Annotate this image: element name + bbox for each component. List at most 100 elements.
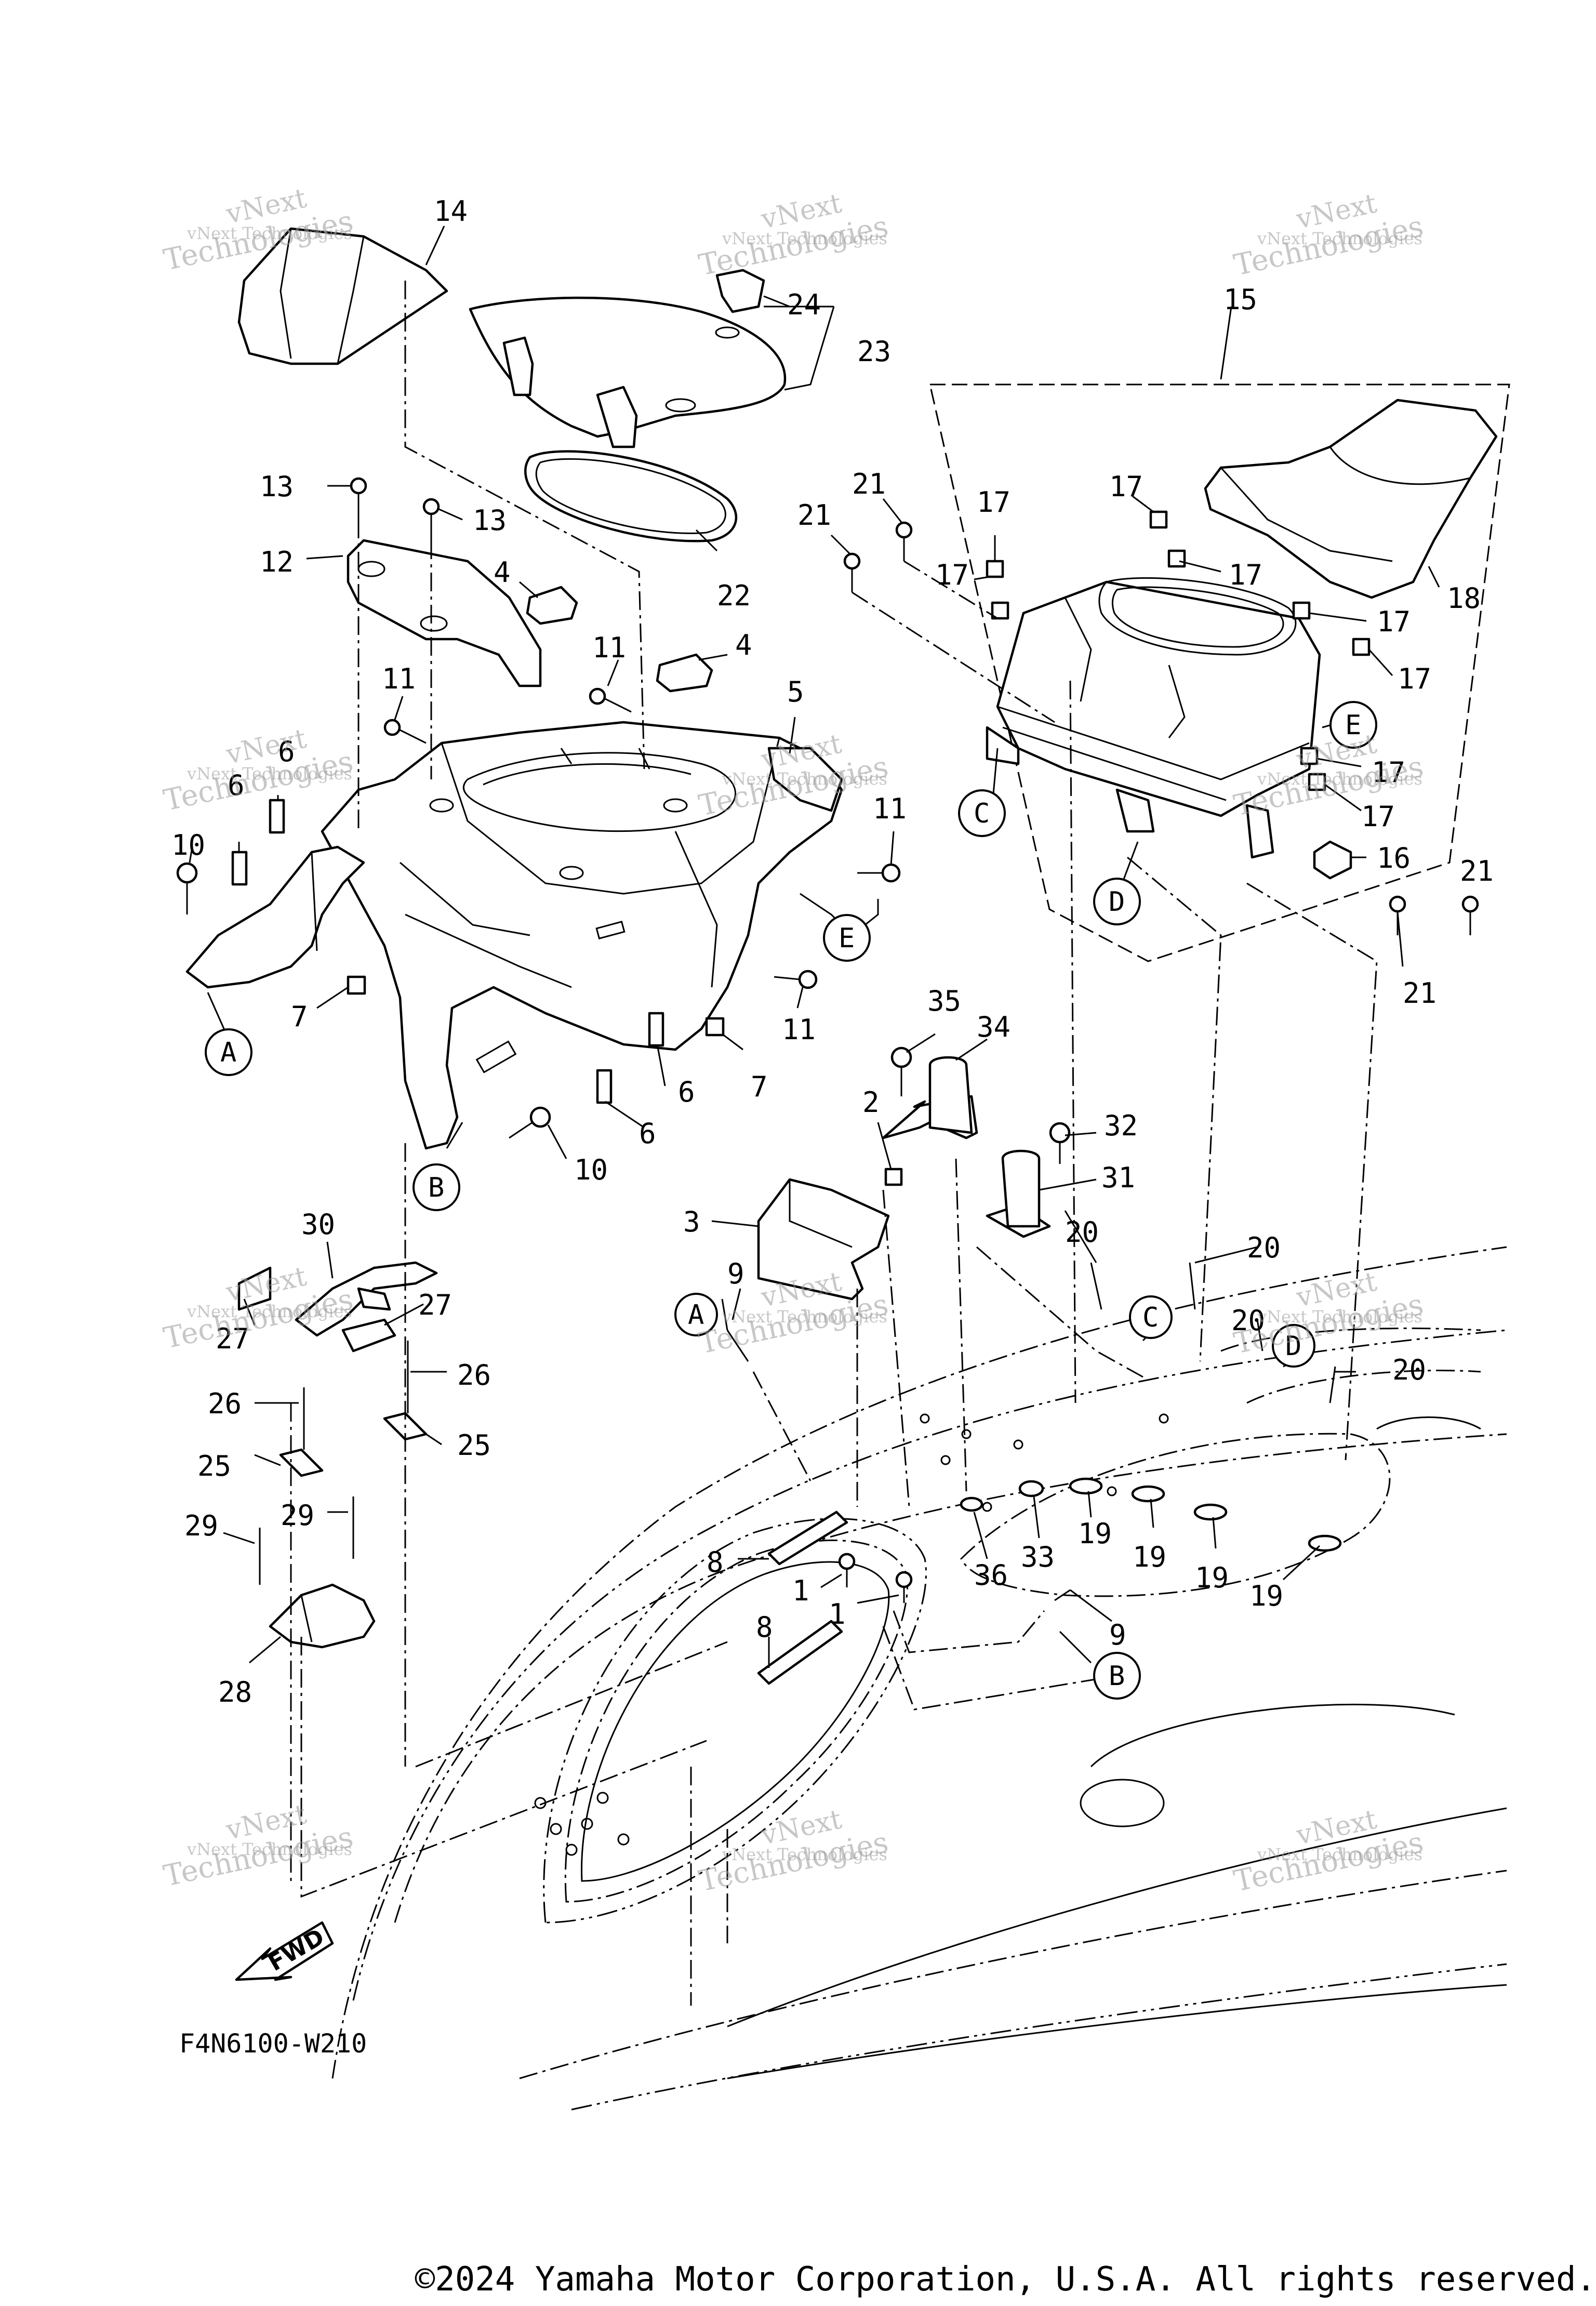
part-30-handle bbox=[295, 1261, 438, 1337]
callout-17-g: 17 bbox=[1372, 756, 1405, 789]
svg-text:vNext Technologies: vNext Technologies bbox=[722, 769, 887, 789]
callout-11-bottom: 11 bbox=[782, 1013, 816, 1046]
callout-4-left: 4 bbox=[494, 556, 511, 589]
ref-a-lower: A bbox=[674, 1293, 718, 1336]
callout-11-left: 11 bbox=[382, 662, 416, 695]
callout-5: 5 bbox=[787, 675, 804, 708]
fwd-label: FWD bbox=[264, 1924, 329, 1977]
callout-20-c: 20 bbox=[1231, 1304, 1265, 1337]
svg-text:vNext Technologies: vNext Technologies bbox=[1257, 1307, 1422, 1327]
svg-text:vNext Technologies: vNext Technologies bbox=[722, 1845, 887, 1864]
part-9-rivets bbox=[726, 1330, 1071, 1601]
svg-text:E: E bbox=[1345, 710, 1361, 741]
svg-text:vNext Technologies: vNext Technologies bbox=[187, 1839, 352, 1859]
fwd-arrow: FWD bbox=[235, 1921, 334, 1981]
svg-text:A: A bbox=[220, 1037, 236, 1068]
callout-6-a: 6 bbox=[278, 735, 295, 768]
part-35-32-screws bbox=[890, 1046, 1071, 1164]
callout-8-bottom: 8 bbox=[756, 1611, 773, 1644]
callout-15: 15 bbox=[1223, 283, 1257, 316]
svg-text:vNext Technologies: vNext Technologies bbox=[722, 1307, 887, 1327]
part-12-bracket bbox=[347, 539, 542, 687]
svg-text:A: A bbox=[688, 1300, 704, 1331]
diagram-code: F4N6100-W210 bbox=[179, 2029, 367, 2059]
callout-29-left: 29 bbox=[184, 1509, 218, 1542]
callout-11-top: 11 bbox=[592, 631, 626, 664]
part-31-tube bbox=[986, 1149, 1051, 1238]
ref-c-box: C bbox=[958, 789, 1006, 837]
part-18-tray bbox=[1204, 399, 1498, 599]
callout-21-b: 21 bbox=[852, 468, 886, 500]
svg-text:vNext Technologies: vNext Technologies bbox=[722, 229, 887, 248]
callout-11-right: 11 bbox=[873, 792, 907, 825]
callout-10-left: 10 bbox=[171, 829, 205, 862]
assembly-lines bbox=[290, 281, 1378, 2006]
left-side-panel bbox=[185, 845, 365, 989]
svg-text:vNext Technologies: vNext Technologies bbox=[1257, 1845, 1422, 1864]
callout-13-right: 13 bbox=[473, 504, 507, 537]
part-22-gasket bbox=[524, 450, 737, 542]
part-5-bracket bbox=[767, 747, 843, 812]
callout-1-top: 1 bbox=[792, 1574, 809, 1607]
ref-b-left: B bbox=[413, 1163, 460, 1211]
svg-text:vNext Technologies: vNext Technologies bbox=[1257, 769, 1422, 789]
part-27-pads bbox=[237, 1266, 396, 1353]
rear-body-assembly bbox=[321, 721, 843, 1150]
callout-7-right: 7 bbox=[751, 1070, 768, 1103]
callout-17-d: 17 bbox=[1229, 559, 1262, 591]
ref-d-lower: D bbox=[1272, 1324, 1315, 1368]
callout-20-b: 20 bbox=[1247, 1231, 1281, 1264]
callout-35: 35 bbox=[927, 985, 961, 1017]
callout-12: 12 bbox=[260, 546, 294, 578]
callout-22: 22 bbox=[717, 579, 751, 612]
svg-text:B: B bbox=[1109, 1661, 1125, 1692]
callout-14: 14 bbox=[434, 195, 468, 228]
callout-34: 34 bbox=[977, 1011, 1010, 1043]
part-20-rivets bbox=[1090, 1262, 1336, 1403]
callout-27-right: 27 bbox=[418, 1289, 452, 1321]
callout-7-left: 7 bbox=[291, 1000, 308, 1033]
callout-6-b: 6 bbox=[228, 769, 245, 802]
callout-29-right: 29 bbox=[281, 1499, 314, 1532]
callout-19-b: 19 bbox=[1133, 1541, 1166, 1573]
svg-text:D: D bbox=[1285, 1331, 1301, 1362]
part-4-caps bbox=[526, 586, 713, 693]
callout-labels: 14 24 23 15 22 13 13 12 4 4 11 11 11 11 … bbox=[171, 195, 1494, 1708]
callout-26-left: 26 bbox=[208, 1387, 242, 1420]
callout-17-e: 17 bbox=[1377, 605, 1411, 638]
callout-17-h: 17 bbox=[1361, 800, 1395, 833]
leader-lines bbox=[189, 226, 1471, 1668]
callout-23: 23 bbox=[857, 335, 891, 368]
part-25-brackets bbox=[279, 1412, 428, 1477]
callout-27-left: 27 bbox=[216, 1322, 249, 1355]
callout-10-bottom: 10 bbox=[574, 1154, 608, 1186]
part-36-33-grommets bbox=[960, 1480, 1044, 1512]
part-16-rivet bbox=[1313, 840, 1352, 880]
callout-26-right: 26 bbox=[457, 1359, 491, 1391]
callout-21-c: 21 bbox=[1403, 977, 1437, 1010]
svg-text:C: C bbox=[974, 798, 990, 829]
part-29-rivets bbox=[259, 1496, 354, 1585]
ref-e-box: E bbox=[1329, 701, 1377, 749]
callout-20-a: 20 bbox=[1065, 1216, 1099, 1249]
part-2-clip bbox=[884, 1168, 903, 1186]
part-19-plates bbox=[1069, 1477, 1342, 1552]
part-6-pads bbox=[231, 799, 664, 1104]
ref-d-box: D bbox=[1093, 878, 1141, 925]
callout-17-f: 17 bbox=[1398, 662, 1431, 695]
callout-21-a: 21 bbox=[797, 499, 831, 532]
callout-17-b: 17 bbox=[935, 559, 969, 591]
part-8-straps bbox=[757, 1510, 848, 1685]
part-15-storage-box bbox=[986, 577, 1321, 859]
svg-text:B: B bbox=[428, 1172, 444, 1203]
part-24-clip bbox=[715, 269, 765, 313]
reference-markers: A A B B C C D D bbox=[205, 701, 1377, 1700]
callout-17-c: 17 bbox=[1109, 470, 1143, 503]
callout-19-a: 19 bbox=[1078, 1517, 1112, 1550]
callout-17-a: 17 bbox=[977, 486, 1010, 519]
ref-b-lower: B bbox=[1093, 1652, 1141, 1700]
callout-19-c: 19 bbox=[1195, 1561, 1229, 1594]
svg-text:D: D bbox=[1109, 886, 1125, 918]
deck-outline: FWD bbox=[235, 1246, 1507, 2111]
